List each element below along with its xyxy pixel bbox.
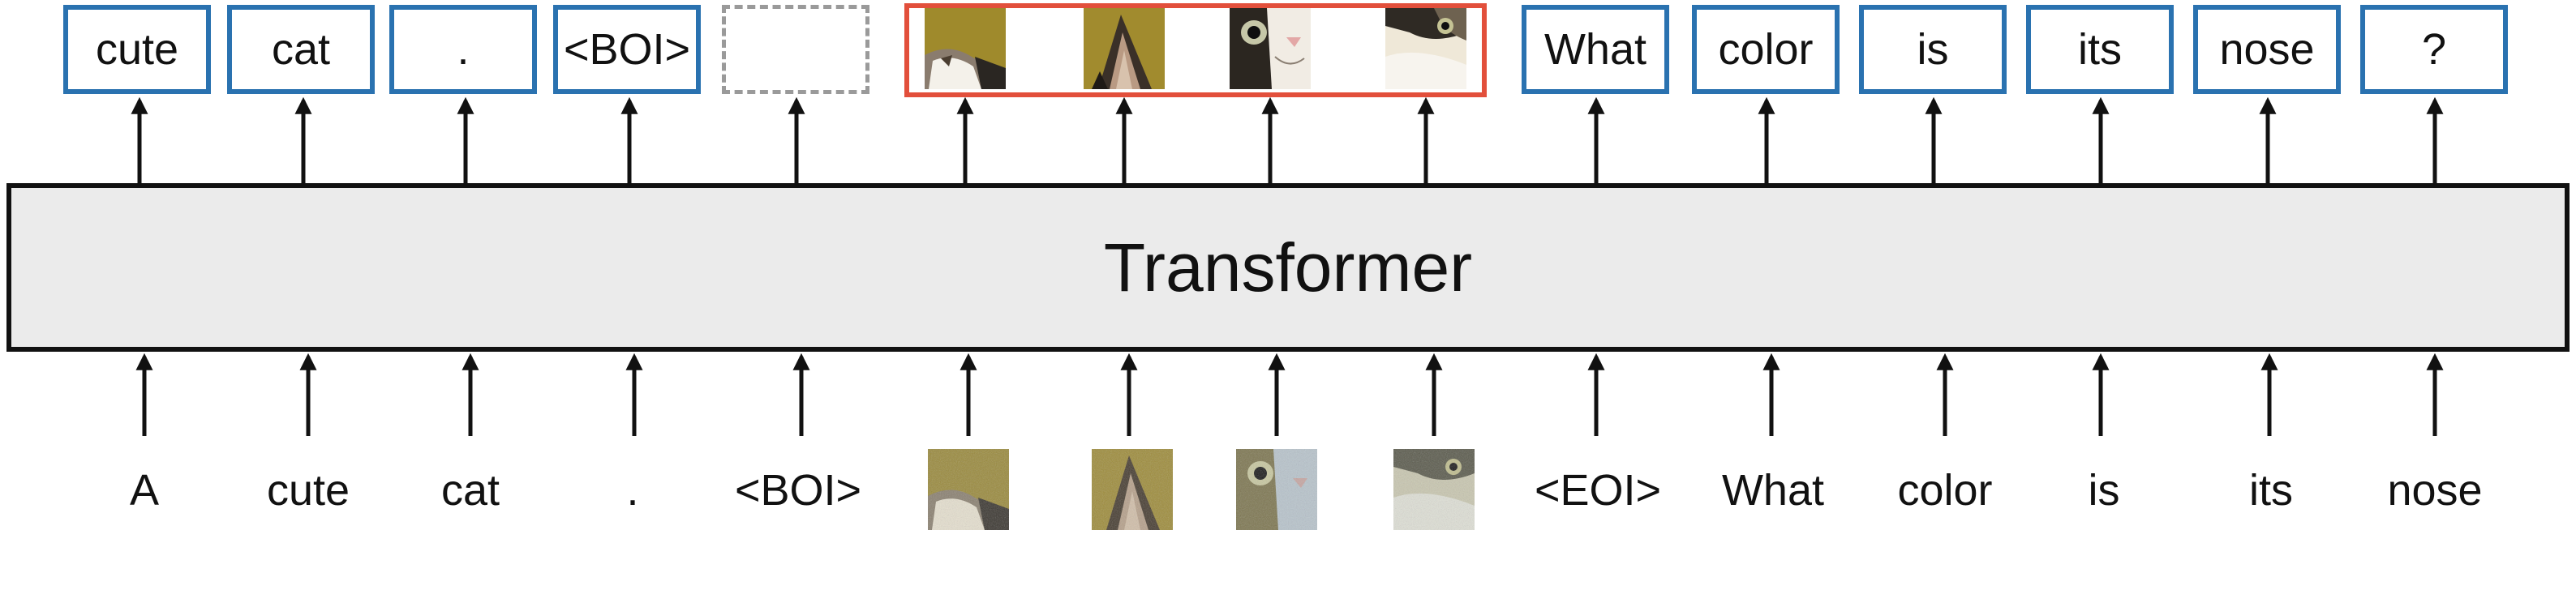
input-image-patch-3 bbox=[1236, 449, 1317, 530]
output-token-is: is bbox=[1859, 5, 2007, 94]
input-token-its: its bbox=[2249, 466, 2293, 515]
input-image-patch-1 bbox=[928, 449, 1009, 530]
output-token-color: color bbox=[1692, 5, 1840, 94]
output-token-cute: cute bbox=[63, 5, 211, 94]
input-token-color: color bbox=[1897, 466, 1993, 515]
output-image-patch-3 bbox=[1230, 8, 1311, 89]
output-image-patch-2 bbox=[1084, 8, 1165, 89]
output-token-question-mark: ? bbox=[2360, 5, 2508, 94]
transformer-block: Transformer bbox=[6, 183, 2570, 352]
input-token-boi: <BOI> bbox=[734, 466, 862, 515]
output-arrows bbox=[131, 96, 2444, 183]
input-token-period: . bbox=[626, 466, 639, 515]
input-arrows bbox=[135, 353, 2444, 436]
output-token-nose: nose bbox=[2193, 5, 2341, 94]
output-token-cat: cat bbox=[227, 5, 375, 94]
output-token-period: . bbox=[389, 5, 537, 94]
input-image-patch-4 bbox=[1393, 449, 1475, 530]
output-image-patch-4 bbox=[1385, 8, 1466, 89]
input-image-patch-2 bbox=[1092, 449, 1173, 530]
input-token-cute: cute bbox=[266, 466, 350, 515]
input-token-cat: cat bbox=[440, 466, 500, 515]
output-token-boi: <BOI> bbox=[553, 5, 701, 94]
input-token-a: A bbox=[129, 466, 160, 515]
input-token-eoi: <EOI> bbox=[1534, 466, 1662, 515]
input-token-is: is bbox=[2088, 466, 2120, 515]
output-token-what: What bbox=[1522, 5, 1669, 94]
input-token-what: What bbox=[1721, 466, 1825, 515]
input-token-nose: nose bbox=[2387, 466, 2483, 515]
transformer-label: Transformer bbox=[1103, 229, 1473, 306]
output-token-its: its bbox=[2026, 5, 2174, 94]
output-image-patch-1 bbox=[925, 8, 1006, 89]
output-token-empty-placeholder bbox=[722, 5, 869, 94]
